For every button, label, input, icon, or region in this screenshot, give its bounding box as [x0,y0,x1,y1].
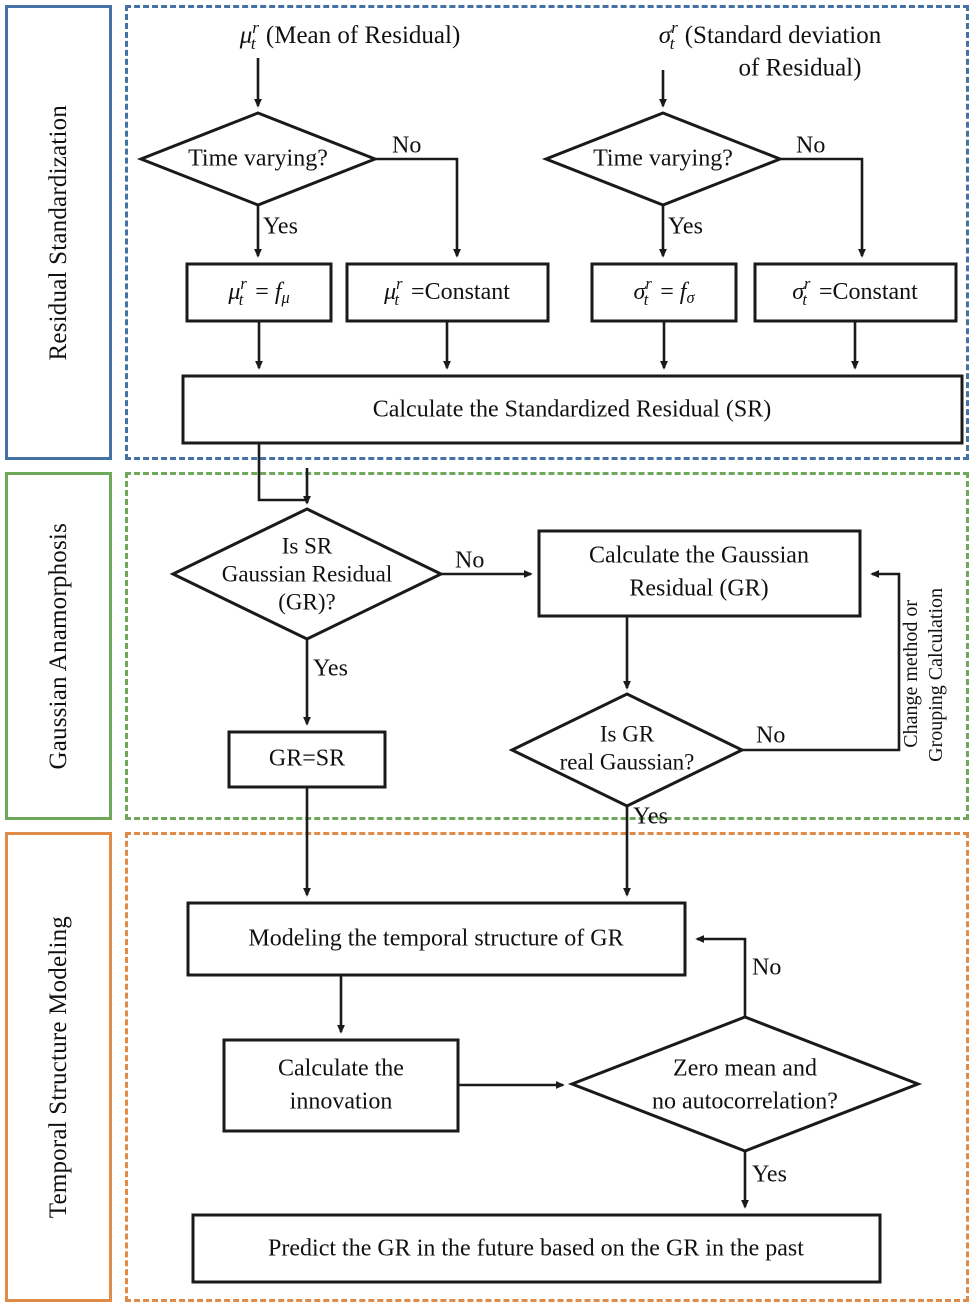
box-calc-innovation-line2: innovation [290,1089,393,1115]
box-calculate-innovation[interactable] [222,1038,460,1133]
edge-mu-no [375,157,461,258]
decision-is-gr-real-line1: Is GR [600,721,655,746]
sigma-symbol: σ [659,22,673,49]
edge-label-mu-yes: Yes [263,214,298,240]
edge-label-is-gr-real-yes: Yes [633,804,668,830]
box-calculate-standardized-residual[interactable] [181,374,964,445]
box-mu-equals-fmu[interactable] [185,262,333,323]
decision-zero-mean-line1: Zero mean and [673,1056,817,1082]
box-modeling-temporal-structure[interactable] [186,901,687,977]
box-gr-equals-sr-label: GR=SR [269,746,345,772]
sigma-sub: t [670,34,676,53]
box-calc-gr-line1: Calculate the Gaussian [589,543,809,569]
edge-label-sigma-no: No [796,133,825,159]
decision-is-sr-gr-line3: (GR)? [278,589,335,614]
edge-label-sigma-yes: Yes [668,214,703,240]
mu-sub: t [251,34,257,53]
edge-sigma-no [780,157,866,258]
mu-header-caption: (Mean of Residual) [260,22,461,49]
decision-mu-time-varying-label: Time varying? [188,146,328,172]
box-predict-gr[interactable] [191,1213,882,1284]
sigma-sup: r [671,18,678,37]
box-calc-innovation-line1: Calculate the [278,1056,404,1082]
decision-is-sr-gr-line1: Is SR [282,533,333,558]
edge-is-gr-real-no-feedback [742,570,901,752]
edge-label-is-gr-real-no: No [756,723,785,749]
decision-sigma-time-varying-label: Time varying? [593,146,733,172]
stage-label-temporal-structure-modeling: Temporal Structure Modeling [5,832,112,1302]
box-sigma-equals-fsigma[interactable] [590,262,738,323]
edge-label-is-sr-gr-no: No [455,548,484,574]
sigma-header-text-line2: of Residual) [739,55,862,82]
edge-label-zero-mean-yes: Yes [752,1162,787,1188]
box-predict-gr-label: Predict the GR in the future based on th… [268,1236,804,1262]
stage-label-gaussian-anamorphosis: Gaussian Anamorphosis [5,472,112,820]
box-calculate-standardized-residual-label: Calculate the Standardized Residual (SR) [373,397,772,423]
edge-sr-to-is-sr-gr-seg [257,443,309,503]
edge-label-mu-no: No [392,133,421,159]
stage-label-residual-standardization: Residual Standardization [5,5,112,460]
box-calc-gr-line2: Residual (GR) [629,576,768,602]
decision-is-gr-real-line2: real Gaussian? [560,749,695,774]
box-calculate-gaussian-residual[interactable] [537,529,862,618]
decision-zero-mean-no-autocorrelation[interactable] [567,1015,923,1153]
box-modeling-temporal-structure-label: Modeling the temporal structure of GR [248,926,623,952]
box-mu-constant[interactable] [345,262,550,323]
mu-sup: r [252,18,259,37]
decision-zero-mean-line2: no autocorrelation? [652,1089,838,1115]
edge-label-zero-mean-no: No [752,955,781,981]
edge-label-is-sr-gr-yes: Yes [313,656,348,682]
sigma-header-caption1: (Standard deviation [678,22,881,49]
mu-symbol: μ [239,22,253,49]
edge-zero-mean-no-feedback [695,935,747,1017]
decision-is-sr-gr-line2: Gaussian Residual [222,561,393,586]
